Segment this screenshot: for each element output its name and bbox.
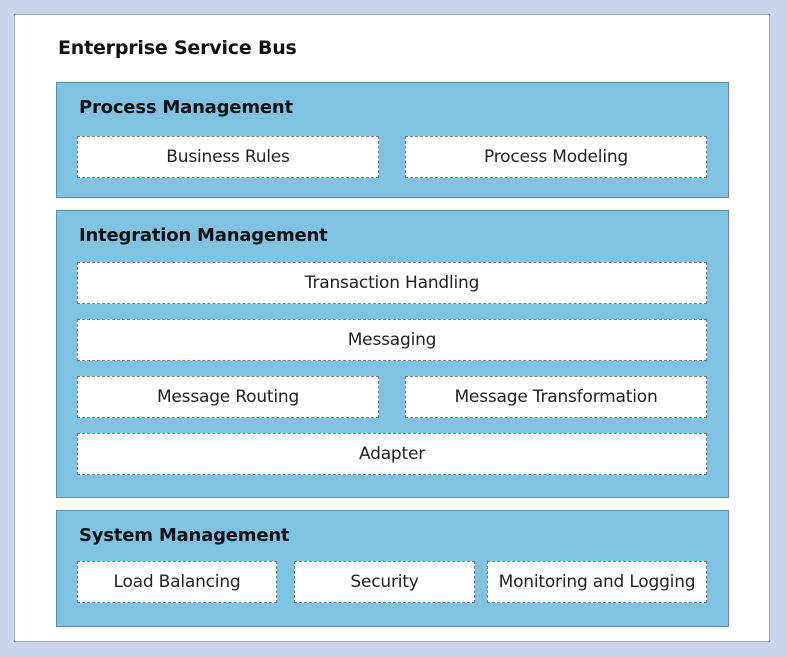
- messaging-box: Messaging: [77, 319, 707, 361]
- process-modeling-box: Process Modeling: [405, 136, 707, 178]
- diagram-title: Enterprise Service Bus: [58, 37, 297, 59]
- process-management-title: Process Management: [79, 97, 293, 118]
- system-management-section: System Management Load Balancing Securit…: [56, 510, 729, 627]
- message-routing-box: Message Routing: [77, 376, 379, 418]
- integration-management-section: Integration Management Transaction Handl…: [56, 210, 729, 498]
- process-management-section: Process Management Business Rules Proces…: [56, 82, 729, 198]
- load-balancing-box: Load Balancing: [77, 561, 277, 603]
- security-box: Security: [294, 561, 475, 603]
- system-management-title: System Management: [79, 525, 290, 546]
- enterprise-service-bus-panel: Enterprise Service Bus Process Managemen…: [14, 14, 770, 642]
- monitoring-and-logging-box: Monitoring and Logging: [487, 561, 707, 603]
- adapter-box: Adapter: [77, 433, 707, 475]
- integration-management-title: Integration Management: [79, 225, 328, 246]
- message-transformation-box: Message Transformation: [405, 376, 707, 418]
- business-rules-box: Business Rules: [77, 136, 379, 178]
- transaction-handling-box: Transaction Handling: [77, 262, 707, 304]
